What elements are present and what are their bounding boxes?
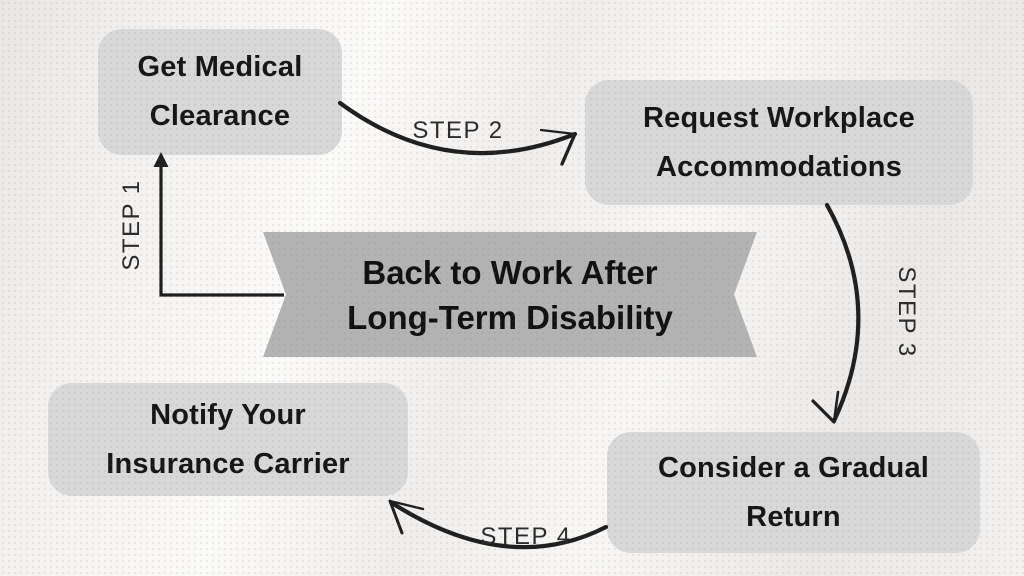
box-request-workplace-accommodations-line2: Accommodations [655, 150, 903, 183]
box-consider-gradual-return-line2: Return [746, 500, 841, 533]
box-consider-gradual-return: Consider a Gradual Return [607, 432, 980, 553]
box-get-medical-clearance-line2: Clearance [149, 100, 291, 132]
step1-arrow [153, 152, 284, 297]
box-consider-gradual-return-line1: Consider a Gradual [657, 451, 930, 484]
box-notify-insurance-carrier-line1: Notify Your [150, 398, 306, 431]
step3-label: STEP 3 [893, 266, 920, 358]
title-banner-line1: Back to Work After [362, 253, 658, 291]
step2-label: STEP 2 [412, 117, 504, 144]
box-notify-insurance-carrier: Notify Your Insurance Carrier [48, 383, 408, 496]
title-banner-line2: Long-Term Disability [347, 298, 673, 336]
step1-label: STEP 1 [118, 179, 145, 271]
box-get-medical-clearance: Get Medical Clearance [98, 29, 342, 155]
title-banner: Back to Work After Long-Term Disability [263, 232, 757, 357]
box-request-workplace-accommodations: Request Workplace Accommodations [585, 80, 973, 205]
box-notify-insurance-carrier-line2: Insurance Carrier [106, 447, 350, 480]
step3-arrow [811, 202, 861, 424]
step4-label: STEP 4 [480, 523, 572, 550]
box-request-workplace-accommodations-line1: Request Workplace [642, 101, 915, 134]
box-get-medical-clearance-line1: Get Medical [137, 51, 303, 83]
